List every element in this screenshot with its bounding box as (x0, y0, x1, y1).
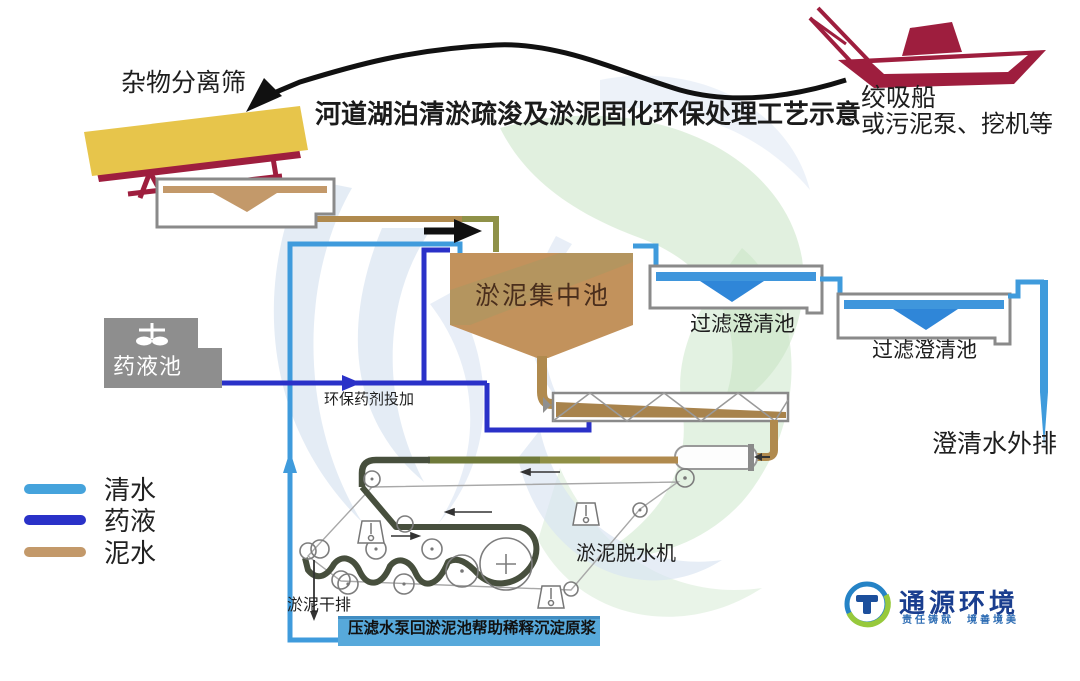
filtrate-return-banner (338, 616, 600, 646)
tensioner-icons (357, 502, 600, 609)
roller-centers (346, 476, 687, 586)
mixing-cylinder-icon (674, 444, 770, 471)
clarifier-1-icon (648, 264, 824, 315)
label-chemical-dosing: 环保药剂投加 (324, 392, 415, 408)
label-dry-sludge-discharge: 淤泥干排 (287, 597, 352, 614)
mixer-icon (136, 323, 168, 346)
clarifier-2-icon (836, 292, 1012, 346)
label-sludge-pool: 淤泥集中池 (475, 283, 611, 310)
label-dewatering-machine: 淤泥脱水机 (576, 543, 676, 565)
legend-swatch-clear-water (24, 483, 86, 494)
label-clarifier-1: 过滤澄清池 (690, 312, 795, 336)
flow-arrow (424, 219, 482, 243)
legend-swatch-mud (24, 546, 86, 557)
belt-press-icon (299, 456, 695, 621)
company-tagline: 责任铸就 境善境美 (902, 615, 1019, 626)
clear-water-pipe-2 (820, 276, 843, 296)
chemical-pool-icon (104, 318, 222, 388)
label-chemical-pool: 药液池 (113, 354, 183, 379)
label-ship-line2: 或污泥泵、挖机等 (861, 112, 1053, 138)
clear-water-pipe-1 (633, 243, 659, 267)
legend-item-mud: 泥水 (24, 533, 156, 570)
up-arrow-icon (283, 451, 297, 473)
right-arrow-icon (342, 375, 361, 391)
label-clarifier-2: 过滤澄清池 (872, 338, 977, 362)
discharge-pipe (1008, 279, 1048, 446)
clear-water-return-pipe (283, 241, 463, 643)
company-logo-icon (844, 581, 891, 628)
screw-conveyor-icon (543, 391, 790, 461)
settling-tank (155, 177, 336, 229)
legend-swatch-chemical (24, 514, 86, 525)
curved-arrow (246, 42, 847, 112)
rollers (299, 468, 695, 597)
label-ship-line1: 绞吸船 (861, 85, 937, 112)
mud-pipe-to-pool (316, 216, 499, 252)
page-title: 河道湖泊清淤疏浚及淤泥固化环保处理工艺示意 (315, 100, 862, 129)
ship-icon (808, 6, 1046, 88)
filtrate-return-banner-text: 压滤水泵回淤泥池帮助稀释沉淀原浆 (348, 620, 597, 637)
company-name: 通源环境 (899, 588, 1020, 618)
legend-label-chemical: 药液 (104, 507, 157, 536)
chemical-pipes (222, 247, 592, 433)
dry-discharge-arrow (310, 560, 318, 621)
label-clear-water-discharge: 澄清水外排 (932, 431, 1058, 458)
legend-item-clear-water: 清水 (24, 470, 156, 507)
legend-label-clear-water: 清水 (104, 476, 157, 505)
label-debris-screen: 杂物分离筛 (121, 70, 247, 97)
legend-label-mud: 泥水 (104, 539, 157, 568)
legend-item-chemical: 药液 (24, 501, 156, 538)
belt-direction-arrows (391, 467, 560, 541)
